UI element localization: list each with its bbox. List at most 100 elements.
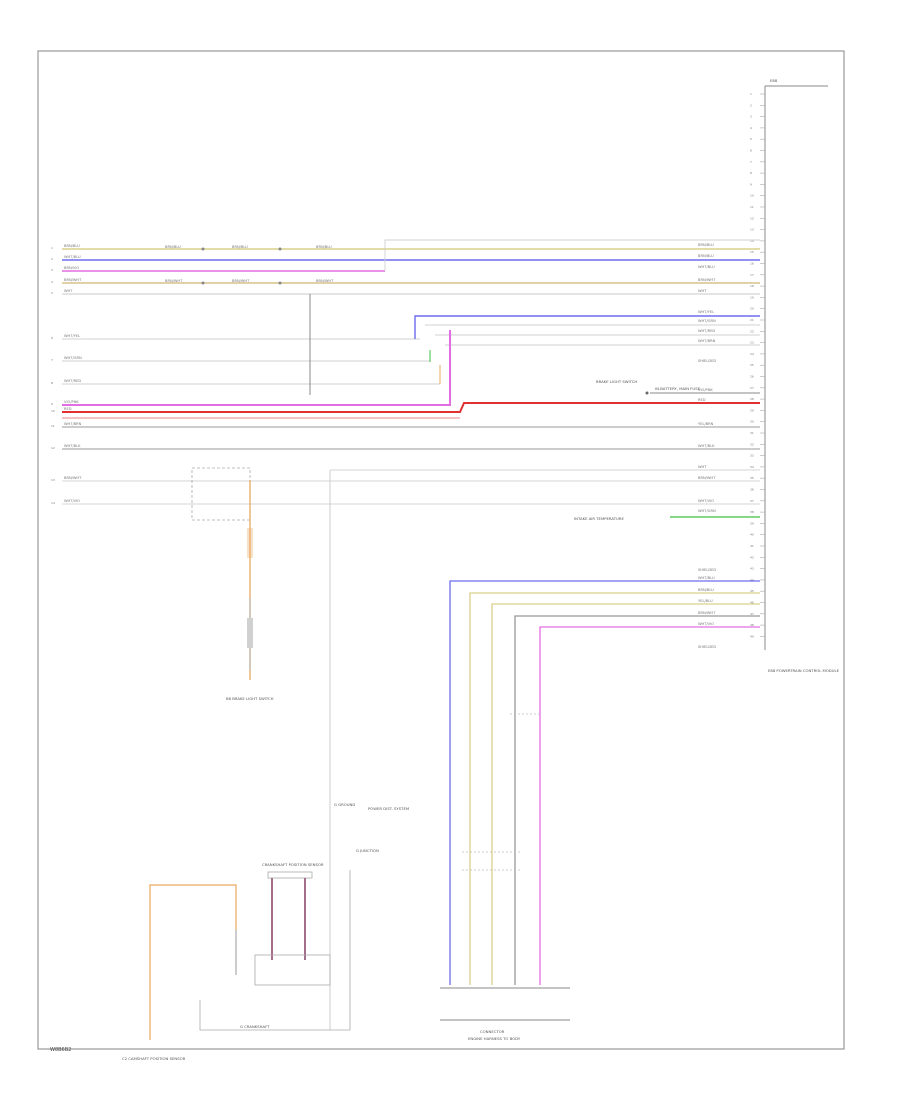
pcm-pin-number: 21 [750, 318, 754, 322]
pcm-pin-number: 18 [750, 284, 754, 288]
splice-label-3: BRN/BLU [316, 245, 332, 249]
pcm-pin-number: 1 [750, 92, 752, 96]
pcm-top-label: E88 [770, 78, 778, 83]
pcm-wire-label: WHT/GRN [698, 509, 716, 513]
splice-label-2: BRN/BLU [232, 245, 248, 249]
wire-yel-blu-bottom [491, 603, 760, 985]
left-pin-number: 6 [51, 336, 53, 340]
left-wire-label: WHT/RED [64, 379, 81, 383]
brake-switch-label: B8 BRAKE LIGHT SWITCH [226, 696, 274, 701]
pcm-pin-number: 4 [750, 126, 752, 130]
splice-label-1: BRN/BLU [165, 245, 181, 249]
left-pin-numbers: BRN/BLU1WHT/BLU2BRN/VIO3BRN/WHT4WHT5WHT/… [51, 244, 82, 505]
brake-switch-note: BRAKE LIGHT SWITCH [596, 379, 637, 384]
pcm-pin-number: 25 [750, 363, 754, 367]
pcm-wire-label: WHT/BLK [698, 444, 715, 448]
pcm-pin-number: 14 [750, 239, 754, 243]
pcm-wire-label: VIO/PNK [698, 388, 713, 392]
pcm-wire-label: BRN/BLU [698, 254, 714, 258]
fused-note: IN-BATTERY, MAIN FUSE [655, 386, 701, 391]
pcm-pin-number: 17 [750, 273, 754, 277]
pcm-wire-label: BRN/BLU [698, 243, 714, 247]
pcm-pin-column: 1234567891011121314151617181920212223242… [698, 92, 765, 649]
power-note: POWER DIST. SYSTEM [368, 806, 409, 811]
splice-label-6: BRN/WHT [316, 279, 334, 283]
left-pin-number: 9 [51, 402, 53, 406]
left-wire-label: BRN/WHT [64, 476, 82, 480]
pcm-pin-number: 33 [750, 454, 754, 458]
pcm-pin-number: 40 [750, 533, 754, 537]
pcm-wire-label: WHT/BLU [698, 265, 715, 269]
pcm-pin-number: 11 [750, 205, 754, 209]
wire-brn-wht-bottom [514, 615, 760, 985]
pcm-pin-number: 2 [750, 103, 752, 107]
pcm-wire-label: WHT/VIO [698, 499, 714, 503]
pcm-pin-number: 22 [750, 329, 754, 333]
brake-switch-circuit: B8 BRAKE LIGHT SWITCH INTAKE AIR TEMPERA… [62, 467, 760, 1030]
left-pin-number: 13 [51, 478, 55, 482]
pcm-wire-label: SHIELDED [698, 359, 716, 363]
left-wire-label: VIO/PNK [64, 400, 79, 404]
pcm-pin-number: 27 [750, 386, 754, 390]
page-code: W8B6B2 [50, 1047, 71, 1053]
bottom-connector-label: CONNECTOR [480, 1029, 505, 1034]
pcm-wire-label: WHT/BLU [698, 576, 715, 580]
wire-brn-vio-rise [384, 239, 760, 271]
pcm-pin-number: 48 [750, 623, 754, 627]
sensor-harness: CONNECTOR ENGINE HARNESS TO BODY POWER D… [334, 580, 760, 1041]
wire-blue-bottom [449, 580, 760, 985]
ground-note: G GROUND [334, 802, 355, 807]
page-frame [37, 50, 845, 1050]
pcm-wire-label: YEL/BLU [698, 599, 713, 603]
wire-vio-pnk [62, 330, 451, 406]
pcm-pin-number: 38 [750, 510, 754, 514]
left-pin-number: 5 [51, 291, 53, 295]
pcm-pin-number: 6 [750, 149, 752, 153]
left-wire-label: RED [64, 407, 72, 411]
pcm-pin-number: 47 [750, 612, 754, 616]
pcm-pin-number: 26 [750, 375, 754, 379]
left-wire-label: WHT/BLK [64, 444, 81, 448]
pcm-pin-number: 9 [750, 182, 752, 186]
pcm-wire-label: BRN/WHT [698, 476, 716, 480]
left-pin-number: 1 [51, 246, 53, 250]
pcm-wire-label: WHT/YEL [698, 310, 714, 314]
pcm-pin-number: 32 [750, 442, 754, 446]
pcm-wire-label: SHIELDED [698, 645, 716, 649]
pcm-wire-label: BRN/WHT [698, 278, 716, 282]
pcm-pin-number: 12 [750, 216, 754, 220]
pcm-wire-label: WHT/RED [698, 329, 715, 333]
wire-yellow-bottom [469, 592, 760, 985]
splice-label-4: BRN/WHT [165, 279, 183, 283]
left-pin-number: 7 [51, 358, 53, 362]
left-wire-label: WHT/YEL [64, 334, 80, 338]
pcm-pin-number: 30 [750, 420, 754, 424]
left-pin-number: 12 [51, 446, 55, 450]
wire-group-top: BRN/BLU BRN/BLU BRN/BLU BRN/WHT BRN/WHT … [62, 239, 760, 295]
pcm-pin-number: 42 [750, 555, 754, 559]
wire-red [62, 402, 760, 413]
pcm-pin-number: 34 [750, 465, 754, 469]
left-wire-label: WHT [64, 289, 73, 293]
pcm-pin-number: 15 [750, 250, 754, 254]
left-wire-label: WHT/VIO [64, 499, 80, 503]
pcm-wire-label: WHT [698, 465, 707, 469]
pcm-pin-number: 16 [750, 262, 754, 266]
pcm-pin-number: 7 [750, 160, 752, 164]
junction-note: G JUNCTION [356, 848, 379, 853]
pcm-wire-label: WHT [698, 289, 707, 293]
pcm-pin-number: 10 [750, 194, 754, 198]
pcm-wire-label: BRN/BLU [698, 588, 714, 592]
left-pin-number: 8 [51, 381, 53, 385]
crank-cam-sensors: CRANKSHAFT POSITION SENSOR G CRANKSHAFT … [122, 862, 351, 1061]
wire-wht-blu-mid [414, 315, 760, 339]
crank-ground-label: G CRANKSHAFT [240, 1024, 270, 1029]
pcm-pin-number: 45 [750, 589, 754, 593]
pcm-wire-label: YEL/BRN [698, 422, 714, 426]
left-pin-number: 4 [51, 280, 53, 284]
left-wire-label: BRN/WHT [64, 278, 82, 282]
pcm-pin-number: 43 [750, 567, 754, 571]
pcm-pin-number: 49 [750, 634, 754, 638]
pcm-name: E88 POWERTRAIN CONTROL MODULE [768, 668, 840, 673]
